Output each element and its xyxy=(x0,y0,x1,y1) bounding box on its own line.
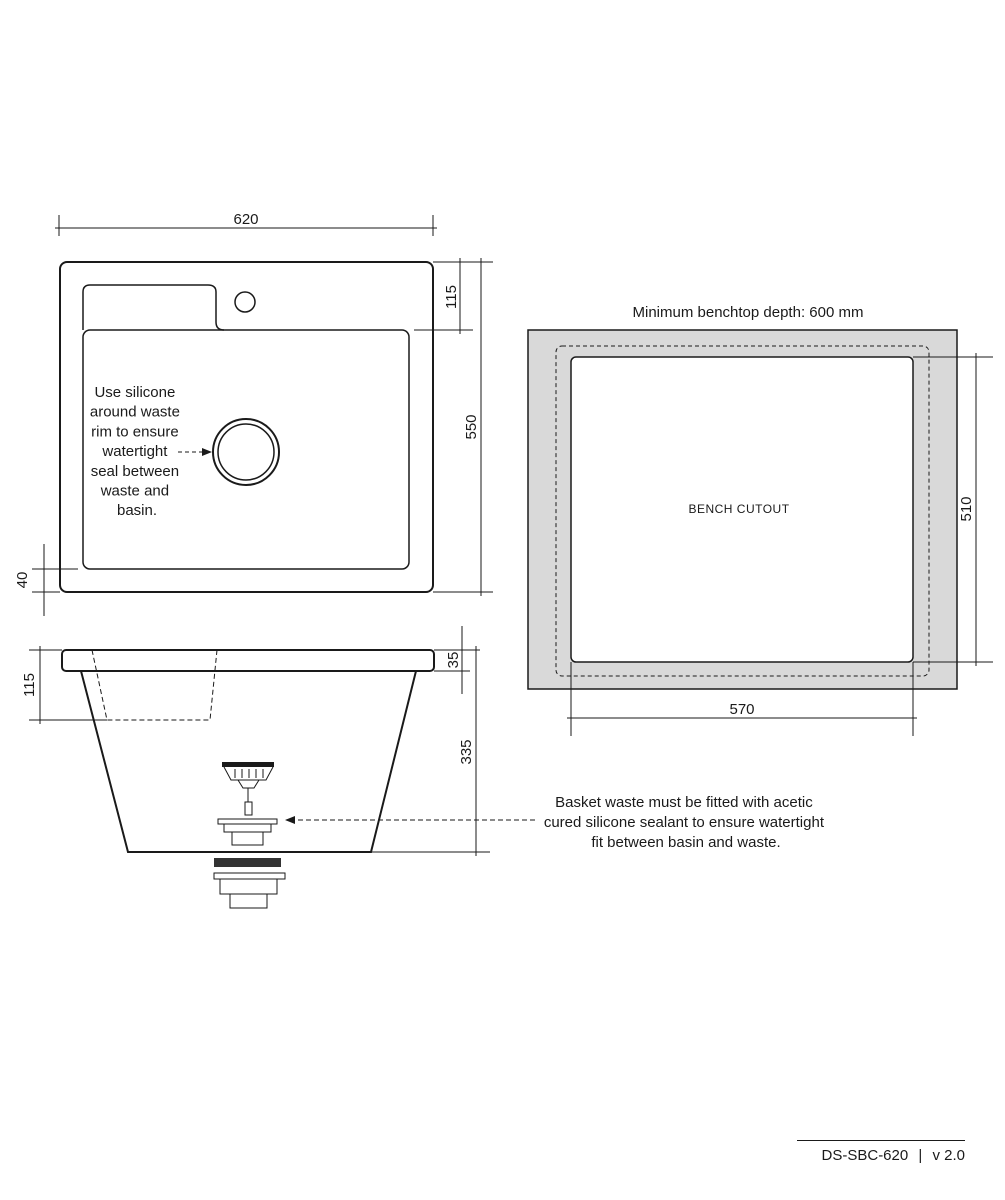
side-rim-dimension: 35 xyxy=(434,626,480,694)
tap-hole xyxy=(234,291,256,313)
side-body xyxy=(80,670,417,853)
bowl-outline xyxy=(82,329,410,570)
benchtop-depth-note: Minimum benchtop depth: 600 mm xyxy=(633,304,864,321)
top-view: 620 Use silicone around waste rim to ens… xyxy=(14,211,493,616)
deck-dimension: 115 xyxy=(414,258,473,334)
document-code: DS-SBC-620 | v 2.0 xyxy=(797,1140,965,1164)
cutout-width-label: 570 xyxy=(729,701,754,718)
basket-waste-note: Basket waste must be fitted with acetic … xyxy=(544,794,828,851)
side-height-dimension: 335 xyxy=(371,646,490,856)
cutout-width-dimension: 570 xyxy=(567,662,917,736)
silicone-note-line-2: around waste xyxy=(90,404,180,421)
document-code-id: DS-SBC-620 xyxy=(821,1147,909,1164)
rim-dimension-label: 40 xyxy=(14,572,31,589)
document-code-separator: | xyxy=(918,1147,923,1164)
sink-outline xyxy=(59,261,434,593)
silicone-note-line-4: watertight xyxy=(101,443,168,460)
side-bowl-depth-label: 115 xyxy=(21,673,38,697)
sink-outline-dashed xyxy=(555,345,930,677)
side-view: 115 35 335 xyxy=(21,626,828,909)
depth-dimension-label: 550 xyxy=(463,414,480,439)
cutout-depth-dimension: 510 xyxy=(913,353,993,666)
cutout-depth-label: 510 xyxy=(958,496,975,521)
side-bowl-depth-dimension: 115 xyxy=(21,646,107,724)
bench-cutout xyxy=(570,356,914,663)
deck-dimension-label: 115 xyxy=(443,285,460,309)
silicone-note-line-3: rim to ensure xyxy=(91,423,179,440)
side-drainer-dashed xyxy=(91,649,218,721)
depth-dimension: 550 xyxy=(433,258,493,596)
side-height-dimension-label: 335 xyxy=(458,739,475,764)
silicone-note-line-6: waste and xyxy=(100,483,169,500)
basket-note-line-3: fit between basin and waste. xyxy=(591,834,780,851)
basket-waste-icon xyxy=(213,762,286,909)
side-rim xyxy=(61,649,435,672)
cutout-view: Minimum benchtop depth: 600 mm BENCH CUT… xyxy=(527,304,993,736)
silicone-note-line-7: basin. xyxy=(117,502,157,519)
side-rim-dimension-label: 35 xyxy=(445,652,462,669)
bench-cutout-label: BENCH CUTOUT xyxy=(688,502,789,516)
rim-dimension: 40 xyxy=(14,544,78,616)
document-version: v 2.0 xyxy=(932,1147,965,1164)
silicone-note-line-1: Use silicone xyxy=(94,384,175,401)
silicone-note: Use silicone around waste rim to ensure … xyxy=(90,384,184,519)
basket-note-line-2: cured silicone sealant to ensure waterti… xyxy=(544,814,825,831)
top-width-dimension: 620 xyxy=(55,211,437,236)
waste-outlet xyxy=(212,418,280,486)
top-width-label: 620 xyxy=(233,211,258,228)
drainer-tray xyxy=(82,284,225,331)
silicone-note-line-5: seal between xyxy=(91,463,179,480)
basket-note-line-1: Basket waste must be fitted with acetic xyxy=(555,794,813,811)
